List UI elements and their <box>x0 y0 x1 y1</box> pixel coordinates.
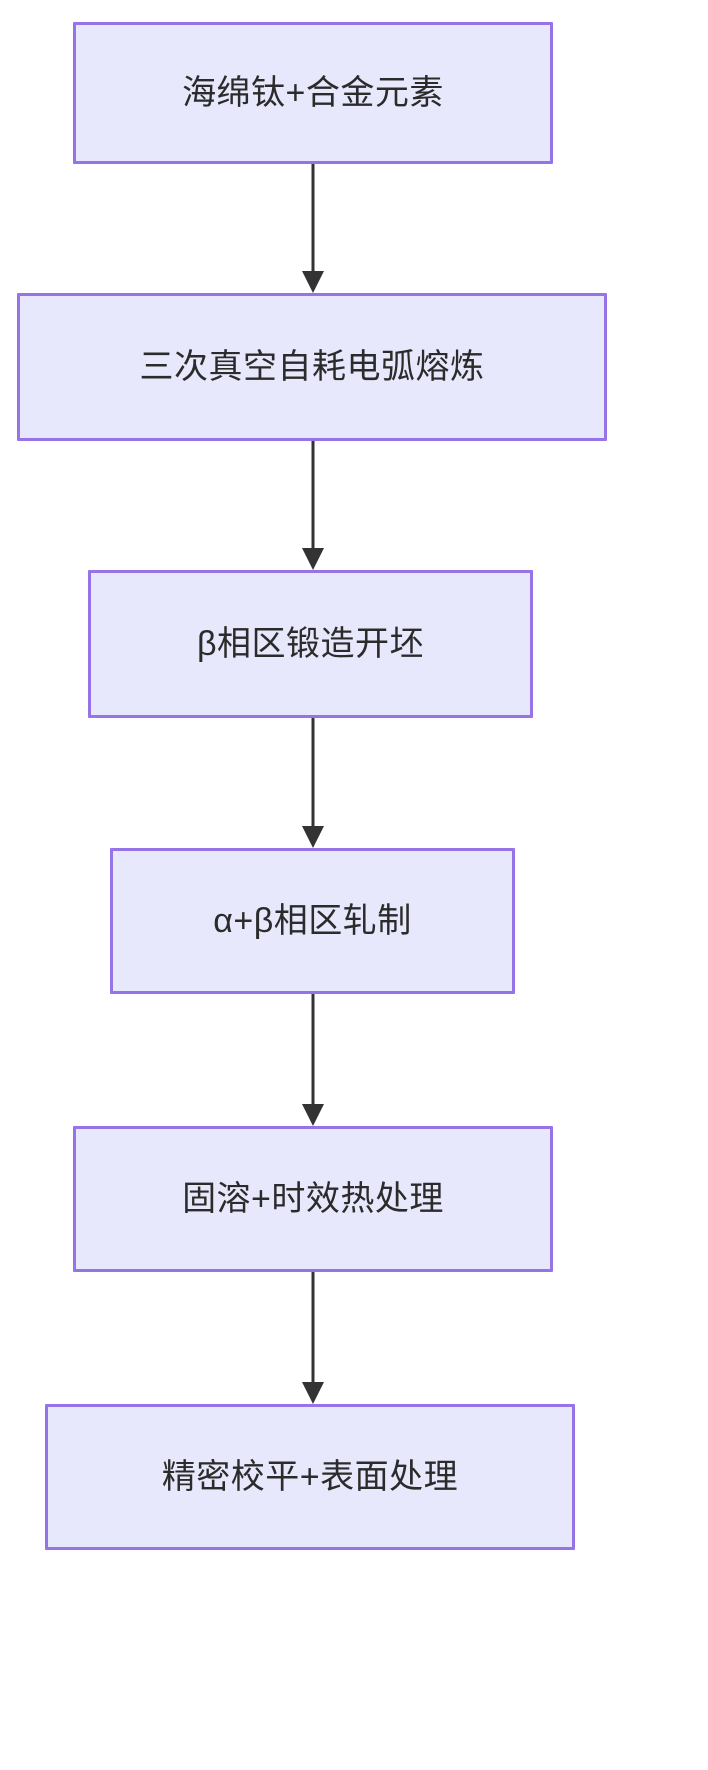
flowchart-node[interactable]: β相区锻造开坯 <box>88 570 533 718</box>
flowchart-edge-arrowhead <box>302 1104 324 1126</box>
flowchart-node[interactable]: 固溶+时效热处理 <box>73 1126 553 1272</box>
flowchart-node[interactable]: 精密校平+表面处理 <box>45 1404 575 1550</box>
flowchart-edge-arrowhead <box>302 826 324 848</box>
flowchart-node-label: 海绵钛+合金元素 <box>182 73 444 112</box>
flowchart-node[interactable]: 三次真空自耗电弧熔炼 <box>17 293 607 441</box>
flowchart-node-label: 精密校平+表面处理 <box>161 1457 459 1496</box>
flowchart-node-label: 固溶+时效热处理 <box>182 1179 444 1218</box>
flowchart-node-label: β相区锻造开坯 <box>196 624 425 663</box>
flowchart-edge-arrowhead <box>302 1382 324 1404</box>
flowchart-node[interactable]: 海绵钛+合金元素 <box>73 22 553 164</box>
flowchart-node-label: 三次真空自耗电弧熔炼 <box>139 347 485 386</box>
flowchart-edge-arrowhead <box>302 548 324 570</box>
flowchart-edge-arrowhead <box>302 271 324 293</box>
flowchart-node-label: α+β相区轧制 <box>213 901 412 940</box>
flowchart-node[interactable]: α+β相区轧制 <box>110 848 515 994</box>
